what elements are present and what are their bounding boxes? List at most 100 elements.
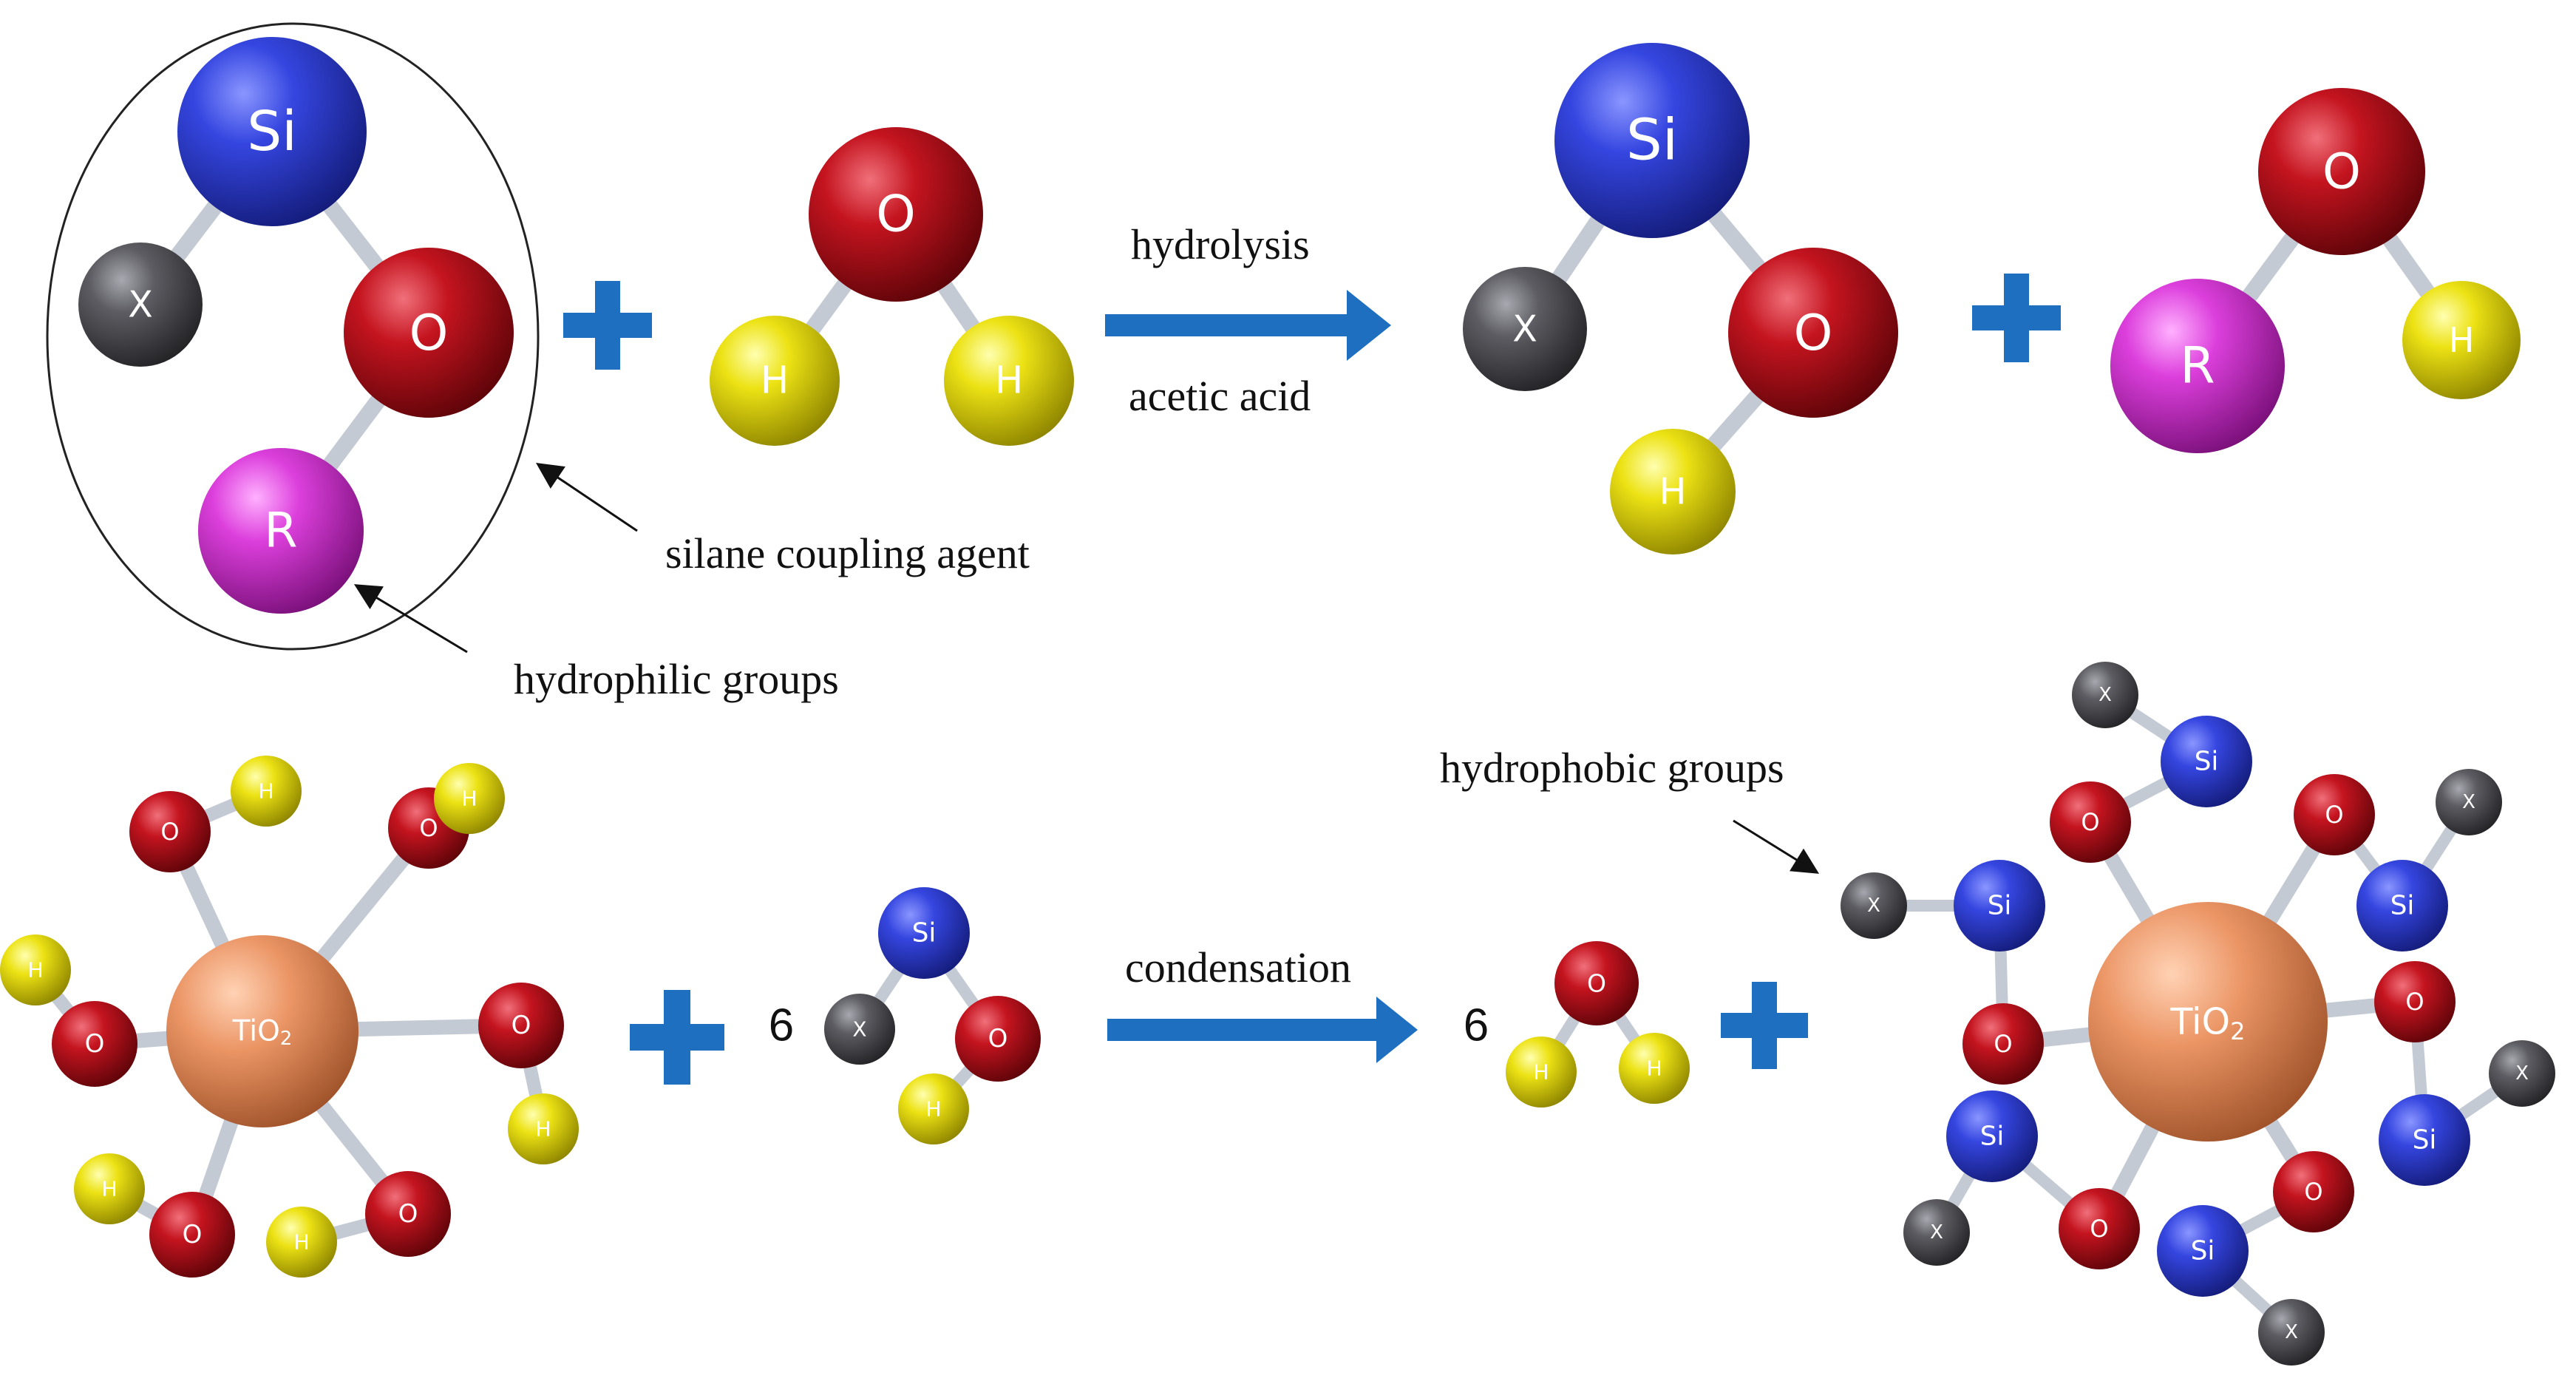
h-sphere xyxy=(0,934,71,1005)
si-sphere xyxy=(2161,716,2252,807)
o-atom-label: O xyxy=(988,1024,1008,1054)
silane-agent-outline xyxy=(46,22,540,651)
condensation-label: condensation xyxy=(1125,943,1351,991)
o-atom: O xyxy=(1554,941,1639,1025)
h-atom: H xyxy=(266,1207,337,1278)
o-sphere xyxy=(149,1192,235,1278)
si-atom: Si xyxy=(878,887,970,979)
x-atom: X xyxy=(2436,769,2502,835)
x-sphere xyxy=(2436,769,2502,835)
tio2-atom: TiO2 xyxy=(2088,902,2328,1142)
silane-agent-pointer xyxy=(536,462,638,532)
o-atom: O xyxy=(2050,781,2131,863)
x-sphere xyxy=(2072,662,2138,728)
si-atom: Si xyxy=(177,37,367,226)
x-atom-label: X xyxy=(1930,1221,1943,1244)
o-atom: O xyxy=(149,1192,235,1278)
o-atom-label: O xyxy=(2405,988,2424,1016)
o-sphere xyxy=(2273,1151,2354,1232)
x-atom: X xyxy=(78,242,203,367)
o-atom: O xyxy=(365,1171,451,1257)
o-atom: O xyxy=(52,1001,137,1087)
o-atom: O xyxy=(478,983,564,1068)
si-atom: Si xyxy=(2356,860,2448,952)
si-atom-label: Si xyxy=(247,100,297,163)
o-sphere xyxy=(52,1001,137,1087)
si-atom: Si xyxy=(2157,1205,2249,1297)
o-atom-label: O xyxy=(876,186,916,244)
x-atom: X xyxy=(2072,662,2138,728)
o-sphere xyxy=(2258,88,2425,255)
o-atom: O xyxy=(2374,961,2456,1042)
h-atom-label: H xyxy=(461,787,477,811)
o-atom-label: O xyxy=(1794,304,1833,362)
o-atom: O xyxy=(1962,1003,2044,1085)
o-atom-label: O xyxy=(512,1011,531,1040)
si-atom: Si xyxy=(2379,1094,2470,1186)
si-atom: Si xyxy=(1946,1090,2038,1182)
condensation-arrow xyxy=(1107,997,1418,1063)
water-coefficient: 6 xyxy=(1464,1000,1489,1051)
h-sphere xyxy=(74,1153,145,1224)
si-sphere xyxy=(1954,860,2045,952)
x-sphere xyxy=(824,994,895,1065)
h-sphere xyxy=(266,1207,337,1278)
o-atom: O xyxy=(955,996,1041,1082)
h-atom: H xyxy=(434,763,505,834)
h-atom-label: H xyxy=(925,1097,941,1122)
o-sphere xyxy=(1554,941,1639,1025)
x-sphere xyxy=(1463,267,1587,391)
x-atom: X xyxy=(824,994,895,1065)
x-atom-label: X xyxy=(2285,1321,2298,1343)
h-atom: H xyxy=(710,316,840,446)
o-atom: O xyxy=(129,791,211,872)
o-atom: O xyxy=(2258,88,2425,255)
si-sphere xyxy=(177,37,367,226)
h-sphere xyxy=(434,763,505,834)
x-atom-label: X xyxy=(128,284,153,326)
x-sphere xyxy=(2489,1040,2555,1107)
si-atom-label: Si xyxy=(2390,891,2415,921)
o-atom-label: O xyxy=(2081,808,2099,836)
h-atom: H xyxy=(1619,1033,1690,1104)
o-atom-label: O xyxy=(183,1220,203,1249)
h-atom-label: H xyxy=(101,1177,117,1201)
hydrophilic-pointer xyxy=(353,584,468,654)
h-atom: H xyxy=(2402,281,2521,399)
o-atom-label: O xyxy=(398,1199,418,1229)
h-atom-label: H xyxy=(258,779,273,804)
h-sphere xyxy=(710,316,840,446)
x-atom-label: X xyxy=(852,1017,866,1042)
si-atom: Si xyxy=(2161,716,2252,807)
o-atom-label: O xyxy=(2322,143,2361,200)
si-atom-label: Si xyxy=(1626,108,1678,174)
si-sphere xyxy=(878,887,970,979)
hydrophobic-pointer xyxy=(1733,819,1820,874)
h-atom-label: H xyxy=(2449,320,2475,360)
plus-sign xyxy=(630,990,724,1085)
si-sphere xyxy=(1946,1090,2038,1182)
h-sphere xyxy=(944,316,1074,446)
o-sphere xyxy=(478,983,564,1068)
si-sphere xyxy=(2379,1094,2470,1186)
h-atom-label: H xyxy=(1659,471,1687,513)
r-atom: R xyxy=(198,448,364,614)
tio2-atom: TiO2 xyxy=(166,935,358,1127)
tio2-sphere xyxy=(166,935,358,1127)
si-atom-label: Si xyxy=(2191,1236,2215,1266)
o-atom-label: O xyxy=(2090,1215,2108,1243)
plus-sign xyxy=(1721,982,1808,1069)
o-sphere xyxy=(344,248,514,418)
o-atom: O xyxy=(809,127,983,302)
x-sphere xyxy=(1903,1199,1970,1266)
h-sphere xyxy=(2402,281,2521,399)
plus-sign xyxy=(563,281,652,370)
hydrophobic-groups-label: hydrophobic groups xyxy=(1440,744,1784,792)
plus-sign xyxy=(1972,274,2061,362)
x-atom-label: X xyxy=(2462,791,2475,813)
h-atom-label: H xyxy=(293,1230,309,1255)
si-atom-label: Si xyxy=(912,918,937,949)
h-sphere xyxy=(1619,1033,1690,1104)
silane-coupling-agent-label: silane coupling agent xyxy=(665,529,1030,577)
